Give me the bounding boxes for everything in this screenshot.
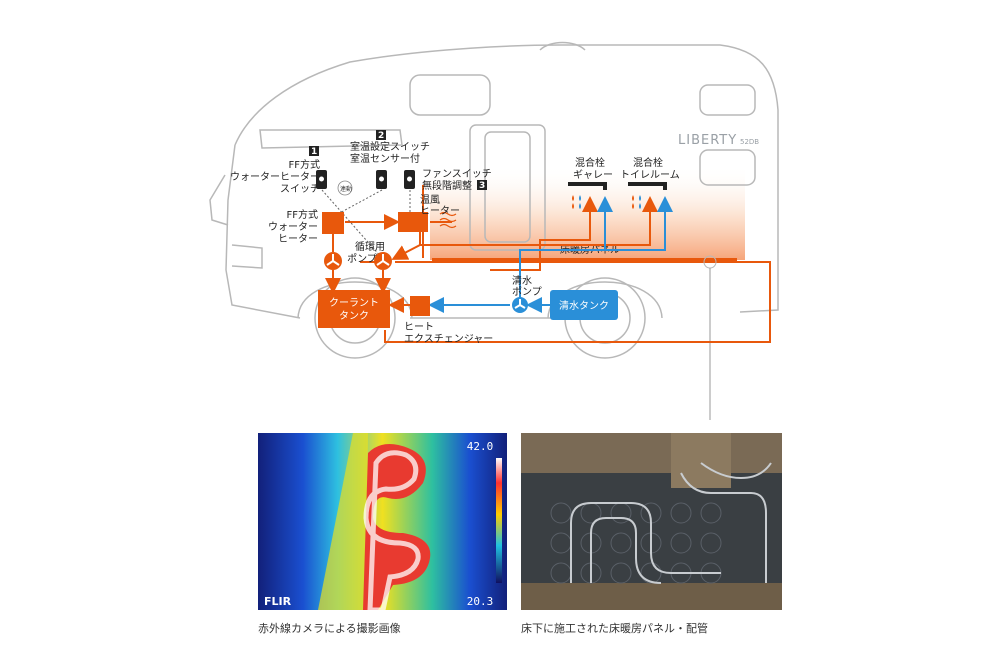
svg-text:エクスチェンジャー: エクスチェンジャー <box>404 333 493 345</box>
hot-air-heater-label: 温風 ヒーター <box>420 194 460 217</box>
svg-text:FF方式: FF方式 <box>286 208 318 221</box>
circulation-pump-icon <box>324 252 392 270</box>
svg-text:ヒート: ヒート <box>404 321 434 333</box>
svg-text:FF方式: FF方式 <box>288 158 320 171</box>
badge-2 <box>376 130 386 140</box>
svg-text:トイレルーム: トイレルーム <box>620 169 680 181</box>
svg-text:無段階調整: 無段階調整 <box>422 179 472 192</box>
fresh-water-pipes <box>428 196 673 313</box>
svg-text:タンク: タンク <box>339 310 369 322</box>
ff-water-heater <box>322 212 344 234</box>
svg-text:ウォーターヒーター: ウォーターヒーター <box>230 171 320 183</box>
control-switches <box>316 170 415 189</box>
faucet-toilet: 混合栓 トイレルーム <box>620 156 680 209</box>
svg-text:クーラント: クーラント <box>329 297 379 309</box>
ff-heater-label: FF方式 ウォーター ヒーター <box>268 208 318 245</box>
svg-text:ヒーター: ヒーター <box>420 205 460 217</box>
svg-text:清水: 清水 <box>512 274 532 287</box>
heat-wave-icon <box>439 211 457 229</box>
hot-air-heater <box>398 212 428 232</box>
thermal-min: 20.3 <box>467 595 494 608</box>
caption-underfloor: 床下に施工された床暖房パネル・配管 <box>521 622 708 635</box>
svg-text:清水タンク: 清水タンク <box>559 299 609 312</box>
svg-text:3: 3 <box>479 181 485 191</box>
caption-thermal: 赤外線カメラによる撮影画像 <box>258 622 401 635</box>
interlock-lines <box>321 189 411 259</box>
floor-heating-panel <box>432 258 737 263</box>
svg-text:ウォーター: ウォーター <box>268 221 318 233</box>
hot-water-pipes <box>325 185 771 343</box>
svg-text:ファンスイッチ: ファンスイッチ <box>422 168 492 180</box>
brand-model: 52DB <box>740 138 759 146</box>
ff-switch-label: FF方式 ウォーターヒーター スイッチ <box>230 158 320 195</box>
svg-text:2: 2 <box>378 131 384 141</box>
svg-text:スイッチ: スイッチ <box>280 183 320 195</box>
svg-text:室温センサー付: 室温センサー付 <box>350 152 420 165</box>
fresh-pump-label: 清水 ポンプ <box>512 274 542 298</box>
svg-text:ギャレー: ギャレー <box>573 169 613 181</box>
interlock-bubble <box>337 180 353 196</box>
fresh-water-tank <box>550 290 618 320</box>
circulation-pump-label: 循環用 ポンプ <box>347 240 385 265</box>
heat-exchanger <box>410 296 430 316</box>
thermostat-label: 室温設定スイッチ 室温センサー付 <box>350 140 430 165</box>
faucet-galley: 混合栓 ギャレー <box>568 156 613 209</box>
brand-name: LIBERTY <box>678 133 737 148</box>
heating-system-diagram: LIBERTY 52DB 床暖房パネル <box>209 41 779 420</box>
svg-text:ポンプ: ポンプ <box>347 253 377 265</box>
underfloor-panel-photo <box>521 433 782 610</box>
badge-1 <box>309 146 319 156</box>
svg-text:循環用: 循環用 <box>355 240 385 253</box>
interlock-label: 連動 <box>340 185 352 193</box>
fan-switch-label: ファンスイッチ 無段階調整 <box>422 168 492 192</box>
heat-exchanger-label: ヒート エクスチェンジャー <box>404 321 493 345</box>
svg-text:ポンプ: ポンプ <box>512 286 542 298</box>
fresh-water-pump-icon <box>512 297 528 313</box>
thermal-image: 42.0 20.3 FLIR <box>258 433 507 610</box>
flir-logo: FLIR <box>264 595 292 608</box>
svg-text:室温設定スイッチ: 室温設定スイッチ <box>350 140 430 153</box>
thermal-max: 42.0 <box>467 440 494 453</box>
svg-text:混合栓: 混合栓 <box>633 156 663 169</box>
svg-text:混合栓: 混合栓 <box>575 156 605 169</box>
badge-3 <box>477 180 487 190</box>
coolant-tank <box>318 290 390 328</box>
svg-text:温風: 温風 <box>420 194 440 206</box>
svg-text:1: 1 <box>311 147 317 157</box>
svg-text:ヒーター: ヒーター <box>278 233 318 245</box>
